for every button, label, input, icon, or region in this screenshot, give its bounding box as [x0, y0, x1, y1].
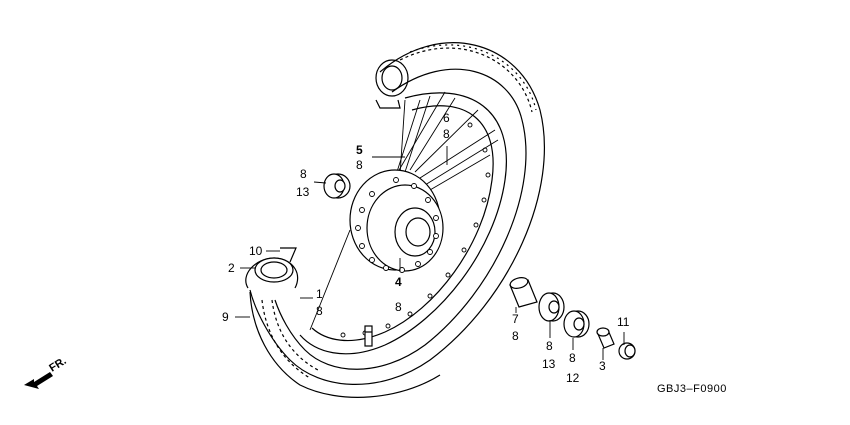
callout-8-left: 8: [300, 167, 307, 181]
hub: [349, 169, 444, 273]
callout-4: 4: [395, 275, 402, 289]
wheel-rim: [299, 92, 507, 355]
bearing-8-13: [538, 292, 565, 322]
collar-3: [596, 327, 615, 349]
diagram-code: GBJ3–F0900: [657, 383, 727, 395]
callout-5: 5: [356, 143, 363, 157]
tire-section-top: [375, 59, 409, 109]
callout-2: 2: [228, 261, 235, 275]
callout-12: 12: [566, 371, 580, 385]
callout-11: 11: [617, 315, 630, 329]
spokes: [309, 91, 499, 331]
callout-13-bearing: 13: [542, 357, 556, 371]
front-label: FR.: [47, 355, 68, 375]
callout-13-left: 13: [296, 185, 310, 199]
rim-spoke-holes: [340, 122, 491, 338]
callout-5-qty: 8: [356, 158, 363, 172]
callout-4-qty: 8: [395, 300, 402, 314]
callout-3: 3: [599, 359, 606, 373]
tube-section: [245, 247, 299, 289]
callout-10: 10: [249, 244, 263, 258]
callout-1: 1: [316, 287, 323, 301]
leader-lines: [235, 146, 625, 360]
callout-1-qty: 8: [316, 304, 323, 318]
callout-6-qty: 8: [443, 127, 450, 141]
front-arrow-icon: FR.: [24, 355, 69, 389]
valve: [364, 325, 373, 347]
callout-6: 6: [443, 111, 450, 125]
collar-7: [509, 277, 538, 308]
tire: [249, 42, 545, 398]
callout-labels: 5 8 6 8 8 13 10 2 1 8 9 4 8 7 8 8 13 8 1…: [222, 111, 630, 385]
bearing-left: [323, 173, 351, 199]
callout-7-qty: 8: [512, 329, 519, 343]
callout-7: 7: [512, 312, 519, 326]
callout-8-bearing-2: 8: [569, 351, 576, 365]
axle-nut-11: [618, 342, 636, 360]
bearing-8-12: [563, 310, 590, 338]
callout-8-bearing: 8: [546, 339, 553, 353]
callout-9: 9: [222, 310, 229, 324]
hub-flange-holes: [355, 177, 439, 273]
